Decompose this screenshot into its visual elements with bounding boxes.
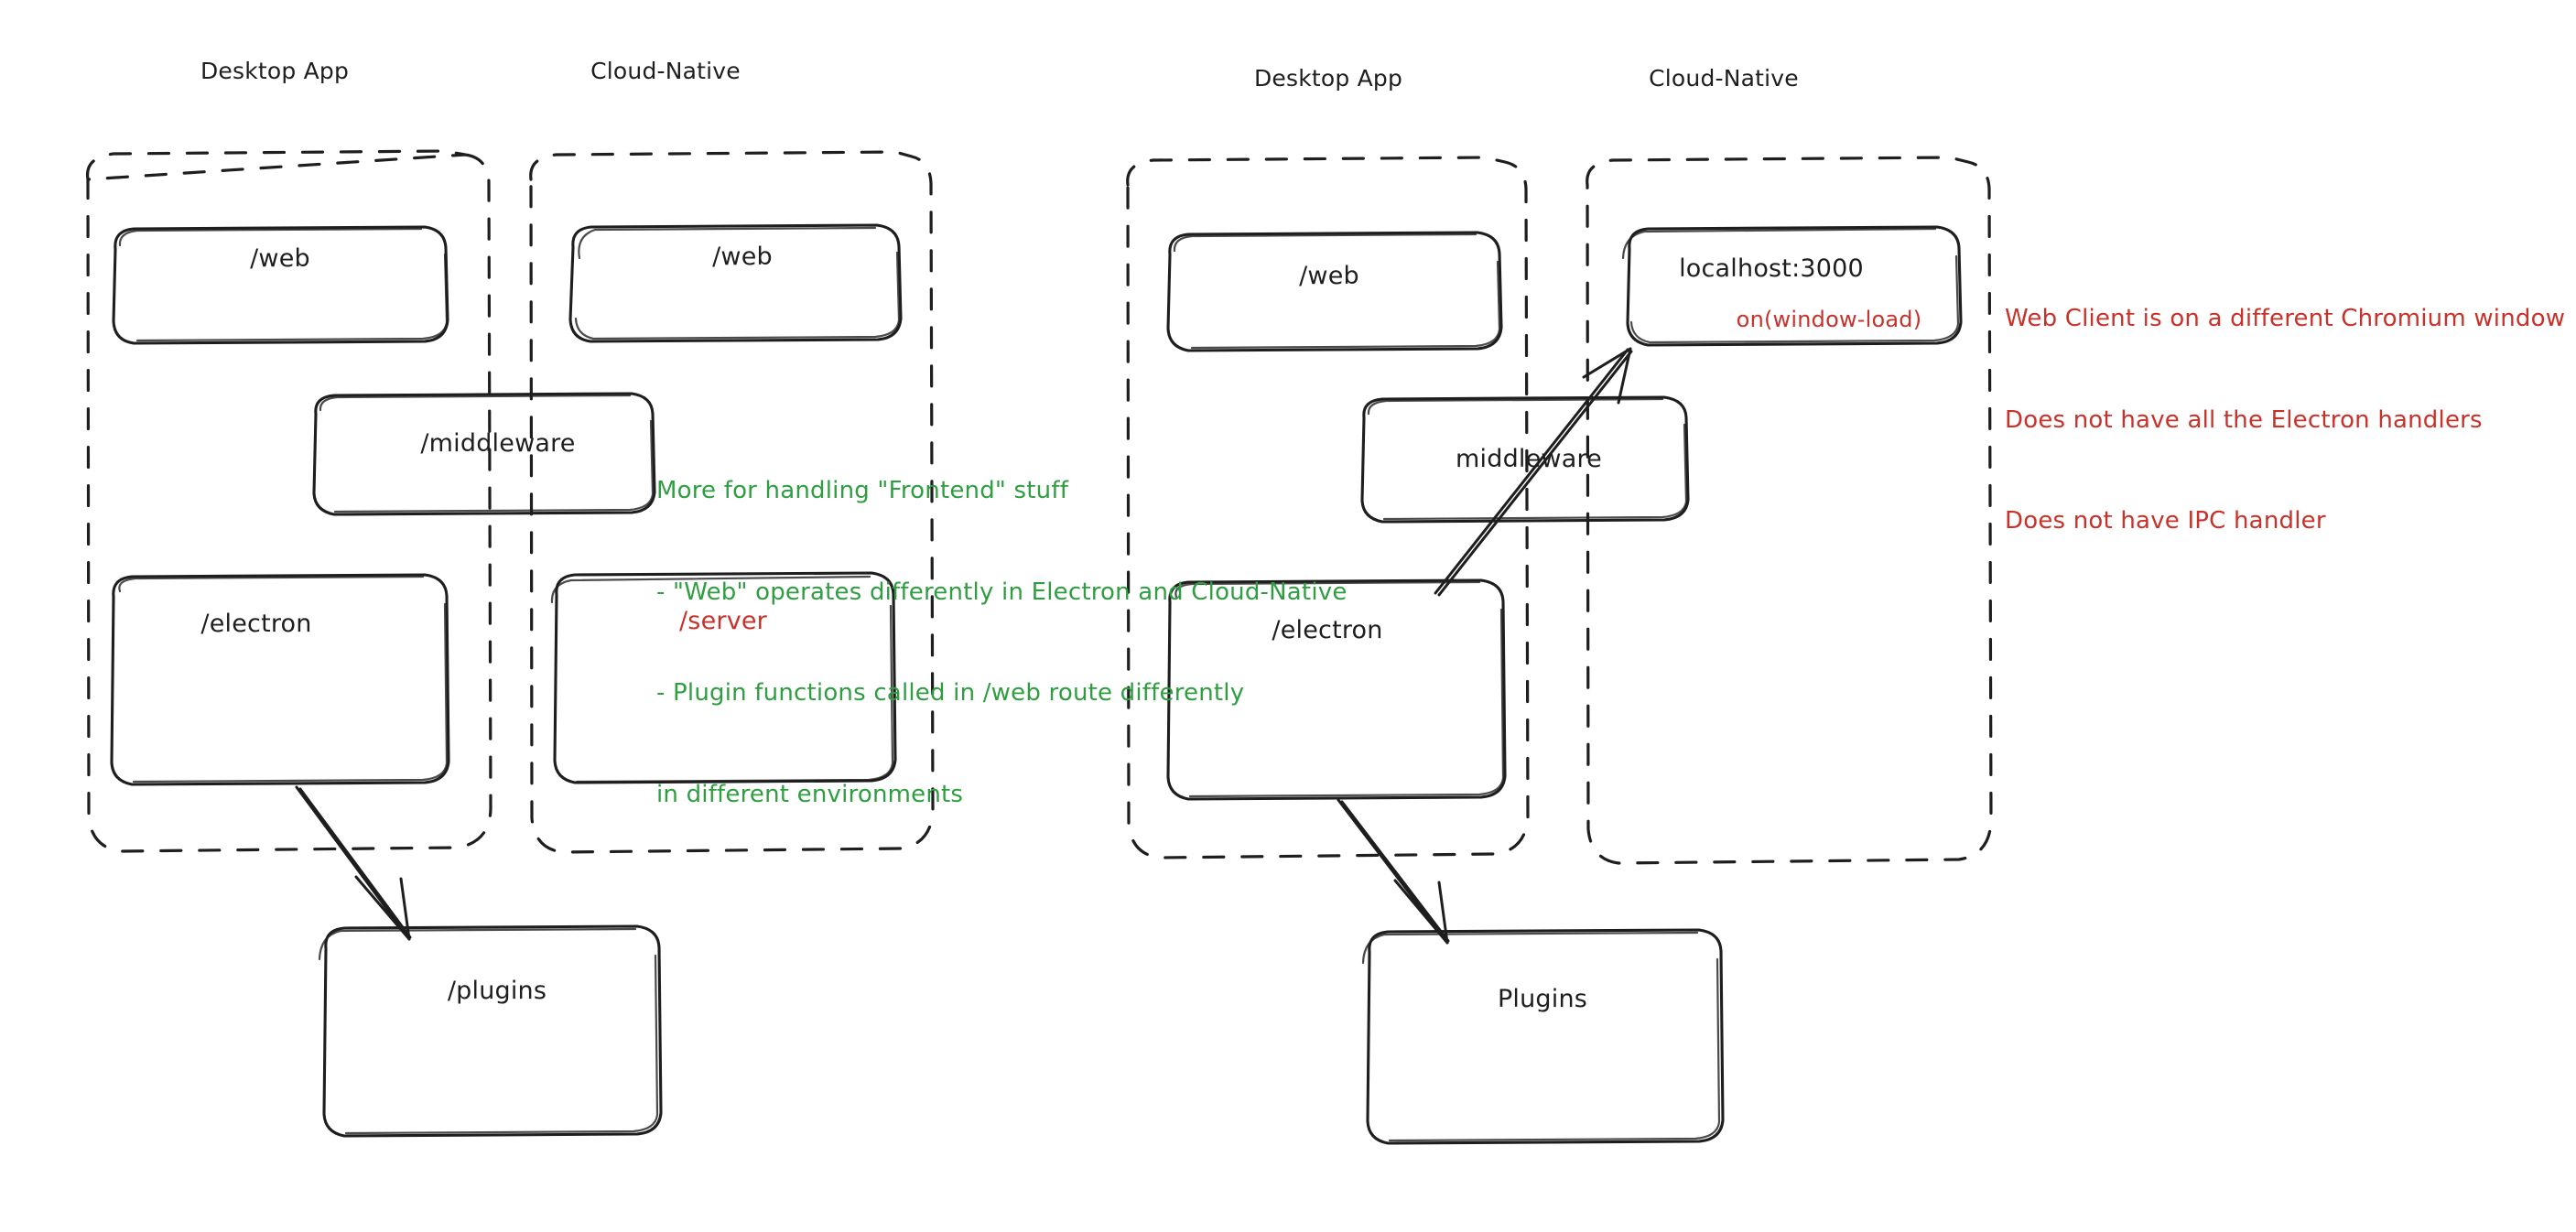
group-title-left-cloudnative: Cloud-Native bbox=[590, 58, 741, 84]
arrow-left-electron-to-plugins bbox=[295, 785, 412, 941]
node-shape-left-cloud-web bbox=[568, 223, 903, 343]
group-frame-right-cloudnative bbox=[1586, 156, 1993, 865]
node-shape-right-localhost bbox=[1621, 225, 1963, 347]
annotation-left-green-note: More for handling "Frontend" stuff - "We… bbox=[656, 406, 1348, 880]
annotation-line: Web Client is on a different Chromium wi… bbox=[2005, 304, 2566, 332]
node-label-left-server: /server bbox=[679, 607, 767, 635]
arrow-right-electron-to-localhost bbox=[1434, 347, 1633, 597]
group-frame-left-cloudnative bbox=[529, 150, 935, 854]
arrow-right-electron-to-plugins bbox=[1337, 798, 1450, 945]
node-label-left-desktop-web: /web bbox=[250, 244, 310, 273]
group-frame-left-desktop bbox=[85, 149, 492, 853]
annotation-line: in different environments bbox=[656, 780, 964, 808]
node-shape-left-electron bbox=[110, 573, 450, 786]
node-label-left-electron: /electron bbox=[200, 610, 312, 638]
node-shape-left-desktop-web bbox=[112, 225, 449, 345]
node-label-left-plugins: /plugins bbox=[447, 977, 547, 1005]
node-sublabel-right-localhost: on(window-load) bbox=[1736, 307, 1922, 332]
annotation-line: - Plugin functions called in /web route … bbox=[656, 679, 1245, 708]
group-frame-right-desktop bbox=[1126, 156, 1530, 859]
node-shape-right-plugins bbox=[1361, 928, 1725, 1145]
group-title-left-desktop: Desktop App bbox=[200, 58, 350, 84]
annotation-line: - "Web" operates differently in Electron… bbox=[656, 578, 1348, 606]
node-shape-left-middleware bbox=[312, 392, 656, 516]
group-title-right-cloudnative: Cloud-Native bbox=[1649, 65, 1799, 92]
node-label-left-cloud-web: /web bbox=[712, 243, 773, 271]
group-title-right-desktop: Desktop App bbox=[1253, 65, 1403, 92]
node-shape-right-desktop-web bbox=[1166, 231, 1503, 352]
node-shape-right-middleware bbox=[1360, 395, 1690, 524]
node-label-right-electron: /electron bbox=[1272, 616, 1383, 644]
node-label-right-desktop-web: /web bbox=[1299, 262, 1359, 290]
node-shape-right-electron bbox=[1166, 578, 1507, 801]
node-shape-left-server bbox=[550, 571, 897, 784]
annotation-line: Does not have all the Electron handlers bbox=[2005, 405, 2483, 434]
node-label-right-plugins: Plugins bbox=[1497, 985, 1588, 1013]
node-label-right-localhost: localhost:3000 bbox=[1679, 254, 1864, 283]
annotation-right-red-note: Web Client is on a different Chromium wi… bbox=[2005, 234, 2565, 606]
node-label-right-middleware: middleware bbox=[1456, 445, 1602, 473]
annotation-line: More for handling "Frontend" stuff bbox=[656, 476, 1069, 504]
node-shape-left-plugins bbox=[318, 924, 663, 1138]
annotation-line: Does not have IPC handler bbox=[2005, 507, 2326, 535]
node-label-left-middleware: /middleware bbox=[420, 429, 576, 458]
